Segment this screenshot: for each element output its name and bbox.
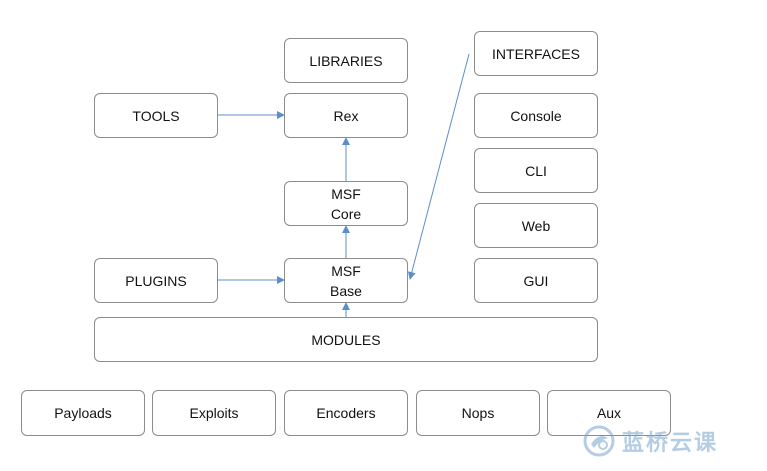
- modules-label: MODULES: [311, 331, 381, 348]
- module-exploits-box: Exploits: [152, 390, 276, 436]
- msf-base-label-line1: MSF: [331, 262, 361, 279]
- module-nops-box: Nops: [416, 390, 540, 436]
- libraries-box: LIBRARIES: [284, 38, 408, 83]
- web-box: Web: [474, 203, 598, 248]
- module-exploits-label: Exploits: [189, 405, 239, 421]
- watermark: 蓝桥云课: [582, 424, 718, 458]
- msf-core-label-line2: Core: [330, 205, 362, 222]
- cli-box: CLI: [474, 148, 598, 193]
- rex-label: Rex: [333, 107, 359, 124]
- watermark-text: 蓝桥云课: [622, 431, 719, 456]
- msf-core-label-line1: MSF: [331, 185, 361, 202]
- cli-label: CLI: [525, 162, 547, 179]
- module-nops-label: Nops: [461, 405, 495, 421]
- interfaces-box: INTERFACES: [474, 31, 598, 76]
- arrow-interfaces-to-base: [407, 53, 470, 280]
- gui-label: GUI: [523, 272, 549, 289]
- module-aux-box: Aux: [547, 390, 671, 436]
- modules-box: MODULES: [94, 317, 598, 362]
- module-payloads-box: Payloads: [21, 390, 145, 436]
- module-aux-label: Aux: [596, 405, 622, 421]
- tools-box: TOOLS: [94, 93, 218, 138]
- lanqiao-logo-icon: [583, 425, 615, 457]
- plugins-box: PLUGINS: [94, 258, 218, 303]
- tools-label: TOOLS: [132, 107, 180, 124]
- console-box: Console: [474, 93, 598, 138]
- web-label: Web: [521, 217, 551, 234]
- gui-box: GUI: [474, 258, 598, 303]
- libraries-label: LIBRARIES: [309, 52, 383, 69]
- msf-base-box: MSF Base: [284, 258, 408, 303]
- rex-box: Rex: [284, 93, 408, 138]
- msf-base-label-line2: Base: [330, 282, 362, 299]
- module-payloads-label: Payloads: [54, 405, 112, 421]
- plugins-label: PLUGINS: [125, 272, 187, 289]
- msf-core-box: MSF Core: [284, 181, 408, 226]
- interfaces-label: INTERFACES: [492, 45, 580, 62]
- module-encoders-box: Encoders: [284, 390, 408, 436]
- console-label: Console: [510, 107, 562, 124]
- module-encoders-label: Encoders: [316, 405, 376, 421]
